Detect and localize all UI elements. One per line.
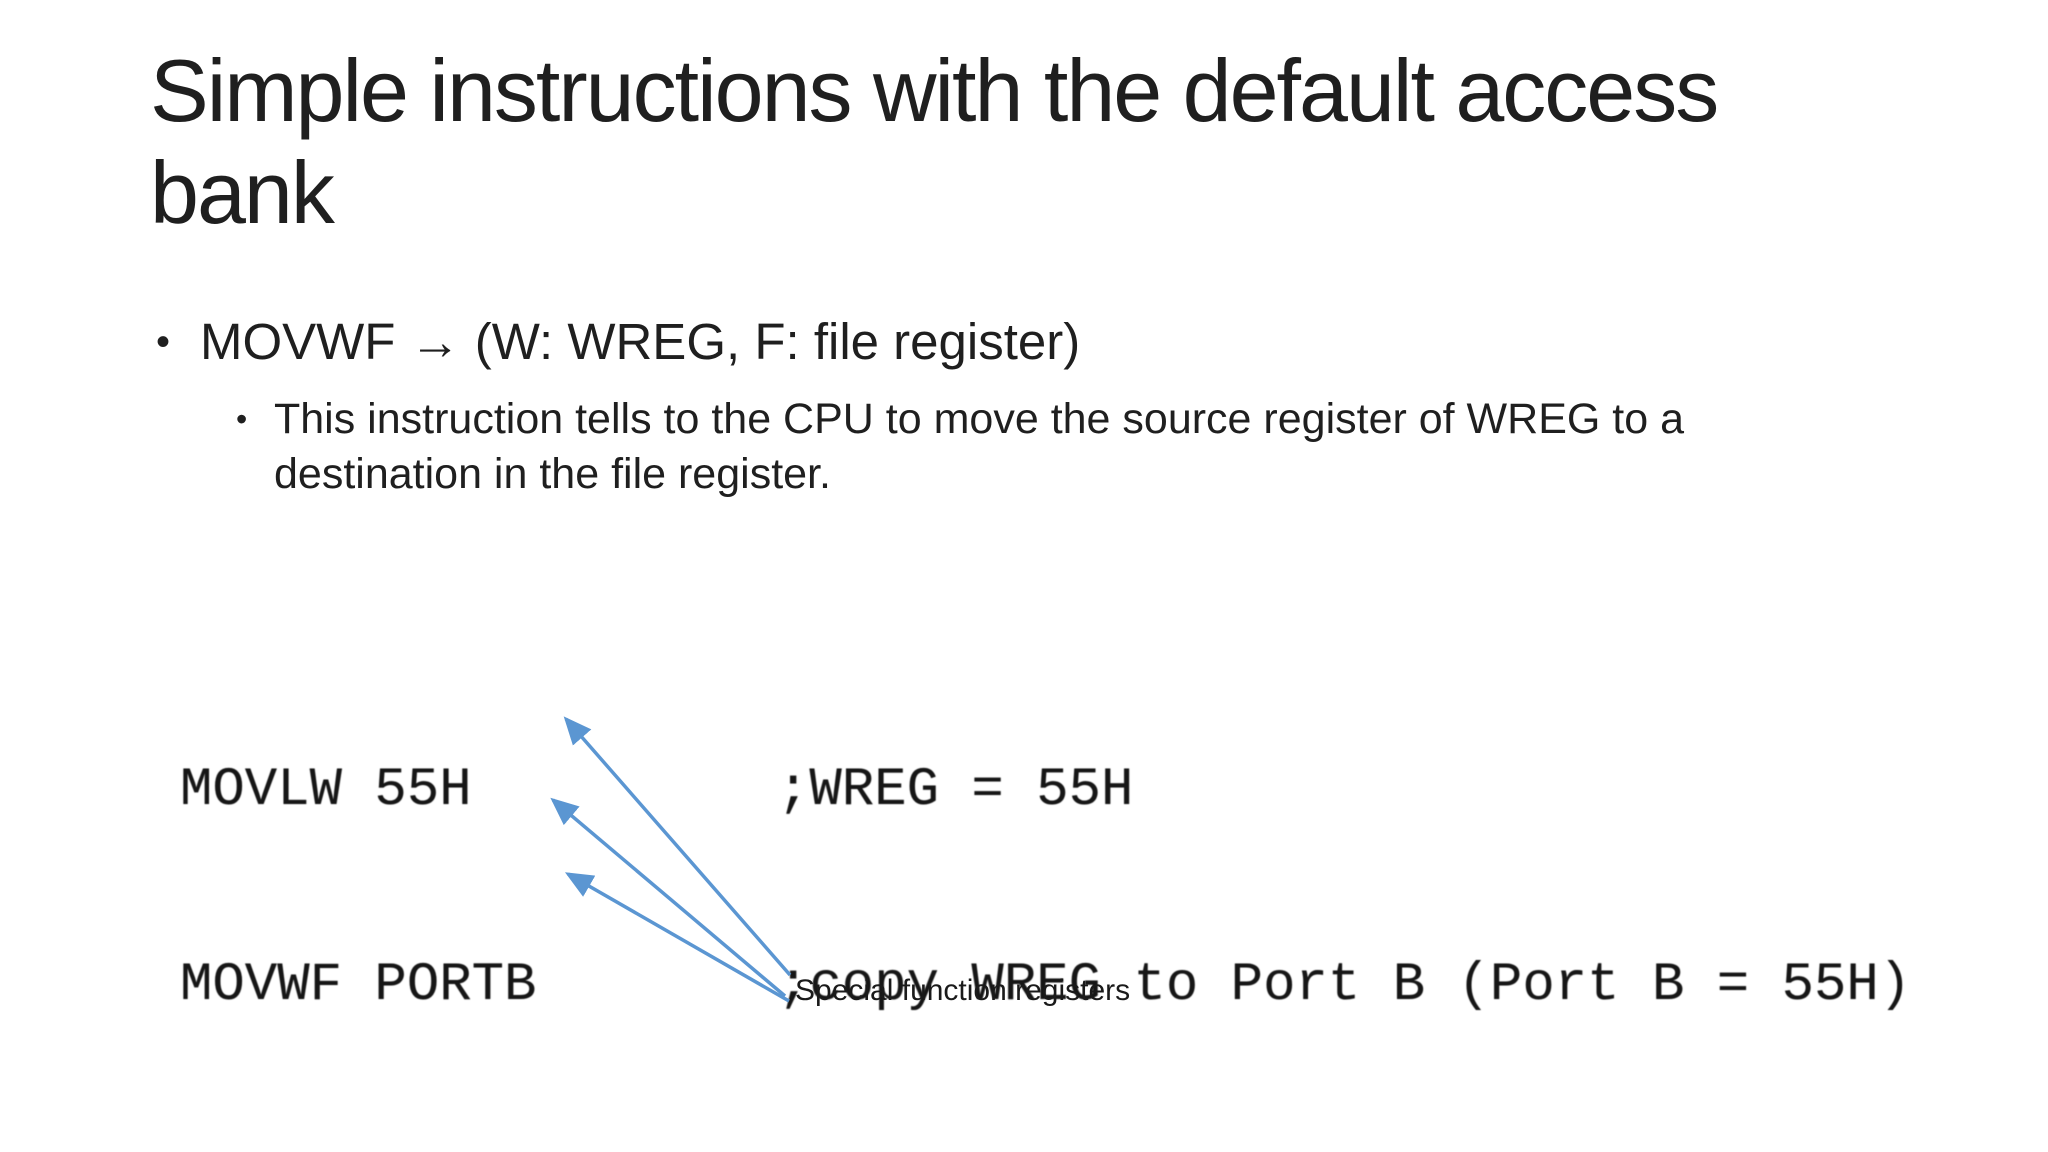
bullet-marker: •	[156, 320, 171, 364]
bullet-movwf: • MOVWF → (W: WREG, F: file register)	[156, 314, 1080, 370]
sub-bullet-text: This instruction tells to the CPU to mov…	[274, 392, 1684, 502]
code-instruction: MOVLW 55H	[180, 760, 472, 821]
slide-title: Simple instructions with the default acc…	[150, 41, 1719, 242]
code-comment: ;copy WREG to Port B (Port B = 55H)	[777, 955, 1912, 1016]
sub-bullet-line-2: destination in the file register.	[274, 450, 831, 498]
assembly-code-image: MOVLW 55H ;WREG = 55H MOVWF PORTB ;copy …	[180, 628, 1911, 1152]
code-comment: ;WREG = 55H	[777, 760, 1134, 821]
code-instruction: MOVWF PORTB	[180, 955, 537, 1016]
bullet-movwf-text: MOVWF → (W: WREG, F: file register)	[200, 313, 1081, 370]
code-line: MOVWF PORTB ;copy WREG to Port B (Port B…	[180, 953, 1911, 1018]
code-comment: ;copy WREG to Port C (Port C = 55H)	[777, 1148, 1911, 1152]
annotation-label: Special function registers	[795, 974, 1131, 1007]
code-instruction: MOVWF PORTC	[180, 1148, 777, 1152]
code-line: MOVWF PORTC ;copy WREG to Port C (Port C…	[180, 1148, 1911, 1152]
code-line: MOVLW 55H ;WREG = 55H	[180, 758, 1911, 823]
sub-bullet-description: • This instruction tells to the CPU to m…	[236, 392, 1684, 502]
sub-bullet-line-1: This instruction tells to the CPU to mov…	[274, 395, 1684, 443]
sub-bullet-marker: •	[236, 401, 248, 437]
